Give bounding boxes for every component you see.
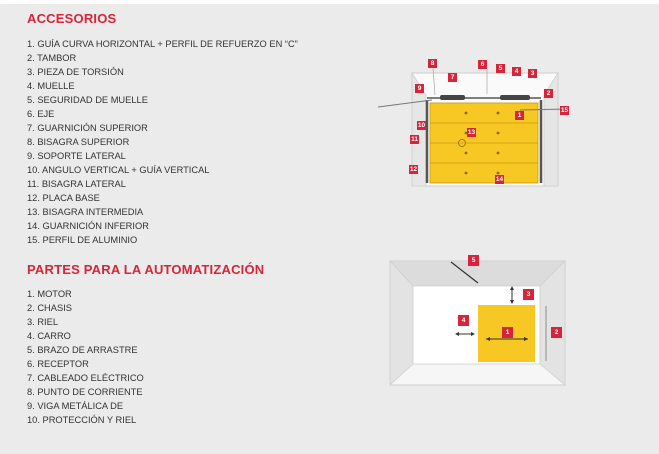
callout-tag: 7 [448, 73, 457, 82]
list-item: 8. PUNTO DE CORRIENTE [27, 387, 143, 397]
list-item: 6. RECEPTOR [27, 359, 89, 369]
callout-tag: 6 [478, 60, 487, 69]
list-item: 12. PLACA BASE [27, 193, 100, 203]
callout-tag: 9 [415, 84, 424, 93]
shaft-and-springs [427, 95, 541, 100]
list-item: 11. BISAGRA LATERAL [27, 179, 126, 189]
callout-tag: 10 [417, 121, 426, 130]
door-callouts: 8 7 6 5 4 3 9 2 1 15 10 13 11 12 14 [409, 59, 569, 184]
list-item: 2. CHASIS [27, 303, 72, 313]
callout-tag: 5 [496, 64, 505, 73]
callout-tag: 1 [515, 111, 524, 120]
svg-text:15: 15 [561, 107, 569, 114]
svg-text:2: 2 [547, 90, 551, 97]
svg-text:11: 11 [411, 136, 418, 143]
svg-text:14: 14 [496, 176, 504, 183]
list-item: 9. VIGA METÁLICA DE [27, 401, 124, 411]
list-item: 5. BRAZO DE ARRASTRE [27, 345, 138, 355]
callout-tag: 11 [410, 135, 419, 144]
callout-tag: 3 [528, 69, 537, 78]
callout-tag: 12 [409, 165, 418, 174]
svg-text:6: 6 [481, 61, 485, 68]
door-panel [429, 102, 539, 184]
vertical-guides [425, 100, 543, 183]
callout-tag: 15 [560, 106, 569, 115]
list-item: 13. BISAGRA INTERMEDIA [27, 207, 144, 217]
list-item: 2. TAMBOR [27, 53, 77, 63]
automation-heading: PARTES PARA LA AUTOMATIZACIÓN [27, 262, 265, 277]
svg-text:13: 13 [468, 129, 476, 136]
svg-text:8: 8 [431, 60, 435, 67]
list-item: 9. SOPORTE LATERAL [27, 151, 126, 161]
svg-text:10: 10 [418, 122, 426, 129]
list-item: 8. BISAGRA SUPERIOR [27, 137, 130, 147]
callout-tag: 13 [467, 128, 476, 137]
top-divider [0, 0, 659, 4]
list-item: 6. EJE [27, 109, 55, 119]
callout-tag: 14 [495, 175, 504, 184]
callout-tag: 8 [428, 59, 437, 68]
list-item: 3. PIEZA DE TORSIÓN [27, 67, 124, 77]
callout-tag: 2 [544, 89, 553, 98]
accessories-list: 1. GUÍA CURVA HORIZONTAL + PERFIL DE REF… [27, 37, 298, 247]
list-item: 1. MOTOR [27, 289, 72, 299]
list-item: 5. SEGURIDAD DE MUELLE [27, 95, 148, 105]
svg-text:5: 5 [499, 65, 503, 72]
list-item: 3. RIEL [27, 317, 59, 327]
svg-text:3: 3 [531, 70, 535, 77]
svg-text:12: 12 [410, 166, 418, 173]
svg-text:7: 7 [451, 74, 455, 81]
list-item: 14. GUARNICIÓN INFERIOR [27, 221, 149, 231]
callout-tag: 4 [512, 67, 521, 76]
svg-text:9: 9 [418, 85, 422, 92]
list-item: 1. GUÍA CURVA HORIZONTAL + PERFIL DE REF… [27, 39, 298, 49]
list-item: 15. PERFIL DE ALUMINIO [27, 235, 138, 245]
automation-list: 1. MOTOR 2. CHASIS 3. RIEL 4. CARRO 5. B… [27, 287, 144, 427]
svg-text:4: 4 [515, 68, 519, 75]
list-item: 7. CABLEADO ELÉCTRICO [27, 373, 144, 383]
list-item: 7. GUARNICIÓN SUPERIOR [27, 123, 148, 133]
svg-text:1: 1 [518, 112, 522, 119]
accessories-heading: ACCESORIOS [27, 11, 117, 26]
list-item: 4. CARRO [27, 331, 71, 341]
list-item: 10. ANGULO VERTICAL + GUÍA VERTICAL [27, 165, 210, 175]
list-item: 10. PROTECCIÓN Y RIEL [27, 415, 137, 425]
list-item: 4. MUELLE [27, 81, 75, 91]
